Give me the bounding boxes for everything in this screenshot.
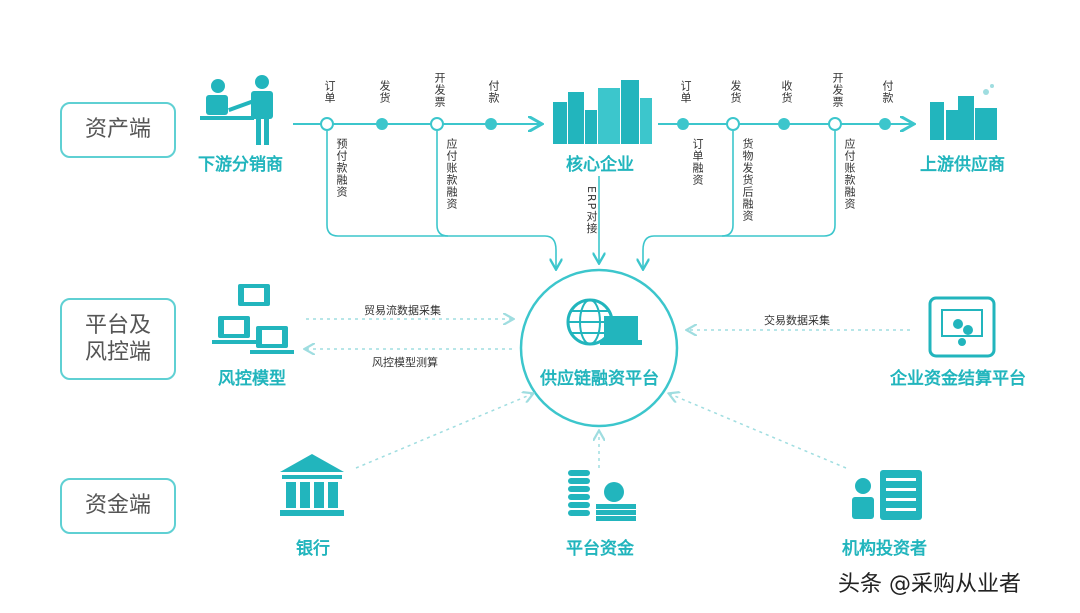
computers-icon	[212, 284, 294, 354]
row-label-fund: 资金端	[60, 478, 176, 534]
node-core: 核心企业	[566, 155, 634, 175]
node-settlement: 企业资金结算平台	[890, 369, 1026, 389]
edge-model-calc: 风控模型测算	[372, 356, 438, 369]
node-downstream: 下游分销商	[198, 155, 283, 175]
platform-circle	[519, 268, 679, 428]
edge-tx-data: 交易数据采集	[764, 314, 830, 327]
finance-right-label: 应付账款融资	[843, 138, 856, 210]
node-platform-fund: 平台资金	[566, 539, 634, 559]
investor-icon	[852, 470, 922, 520]
edge-trade-data: 贸易流数据采集	[364, 304, 441, 317]
flow-right-step: 付款	[881, 80, 894, 104]
bank-icon	[280, 454, 344, 516]
flow-right-step: 发货	[729, 80, 742, 104]
node-bank: 银行	[296, 539, 330, 559]
node-platform: 供应链融资平台	[540, 369, 659, 389]
distributor-icon	[200, 75, 273, 145]
globe-laptop-icon	[566, 298, 642, 346]
finance-right-label: 货物发货后融资	[741, 138, 754, 222]
finance-left-label: 应付账款融资	[445, 138, 458, 210]
row-label-platform: 平台及 风控端	[60, 298, 176, 380]
core-enterprise-icon	[553, 80, 652, 144]
row-label-asset: 资产端	[60, 102, 176, 158]
node-investor: 机构投资者	[842, 539, 927, 559]
flow-left-step: 付款	[487, 80, 500, 104]
settlement-icon	[928, 296, 996, 358]
watermark: 头条 @采购从业者	[838, 572, 1021, 597]
flow-left-step: 发货	[378, 80, 391, 104]
erp-label: ERP对接	[585, 186, 598, 235]
flow-right-step: 开发票	[831, 72, 844, 108]
node-upstream: 上游供应商	[920, 155, 1005, 175]
finance-left-label: 预付款融资	[335, 138, 348, 198]
money-icon	[568, 470, 636, 521]
flow-right-step: 订单	[679, 80, 692, 104]
finance-right-label: 订单融资	[691, 138, 704, 186]
flow-left-step: 开发票	[433, 72, 446, 108]
factory-icon	[930, 84, 997, 140]
flow-left-step: 订单	[323, 80, 336, 104]
node-risk-model: 风控模型	[218, 369, 286, 389]
flow-right-step: 收货	[780, 80, 793, 104]
